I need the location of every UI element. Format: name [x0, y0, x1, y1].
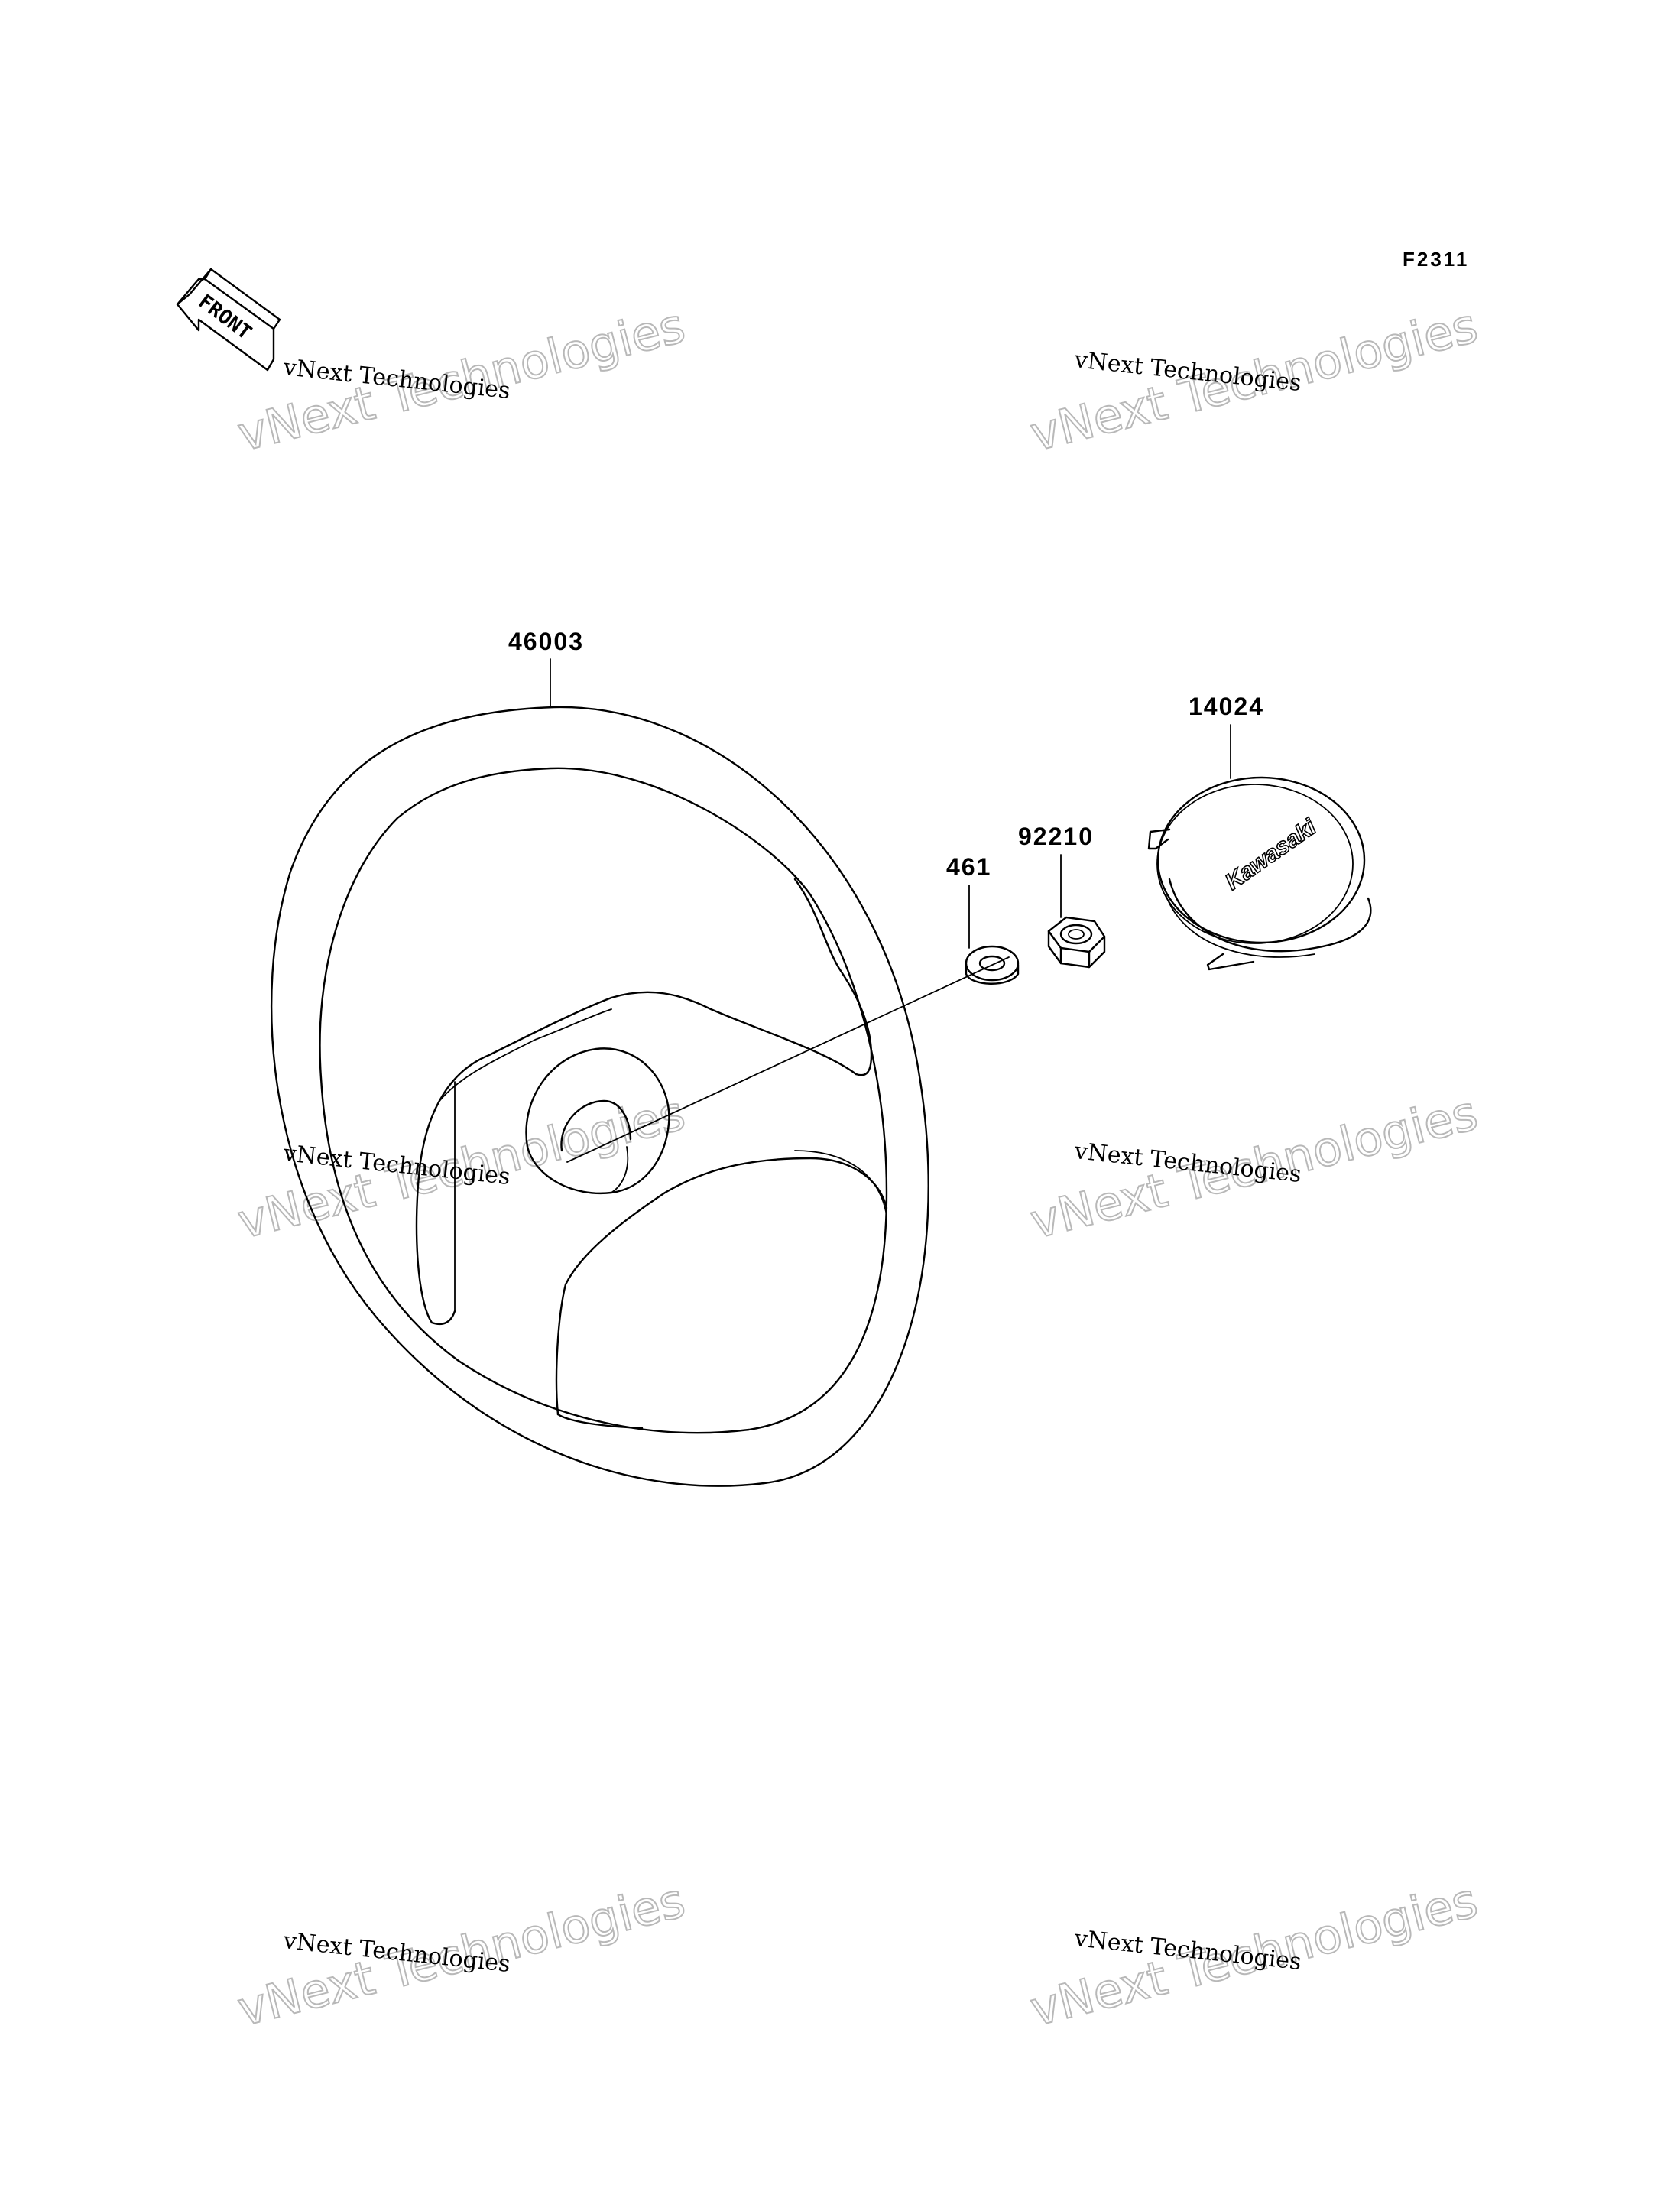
callout-46003: 46003	[508, 628, 584, 708]
watermark-bottom-left: vNext Technologies vNext Technologies	[232, 1872, 691, 2038]
steering-wheel	[270, 706, 929, 1487]
nut	[1047, 916, 1106, 969]
part-number-46003: 46003	[508, 628, 584, 655]
part-number-92210: 92210	[1018, 823, 1094, 850]
figure-code: F2311	[1403, 248, 1469, 271]
watermark-top-right: vNext Technologies vNext Technologies	[1024, 297, 1484, 463]
center-cap: Kawasaki	[1147, 776, 1372, 971]
part-number-461: 461	[946, 853, 991, 881]
kawasaki-logo: Kawasaki	[1221, 814, 1321, 895]
watermark-top-left: vNext Technologies vNext Technologies	[232, 297, 691, 463]
callout-14024: 14024	[1189, 693, 1264, 779]
watermark-middle-right: vNext Technologies vNext Technologies	[1024, 1084, 1484, 1251]
callout-92210: 92210	[1018, 823, 1094, 918]
washer	[965, 945, 1020, 985]
front-label: FRONT	[194, 291, 256, 345]
part-number-14024: 14024	[1189, 693, 1264, 720]
front-arrow-icon: FRONT	[176, 268, 281, 372]
assembly-axis-line	[566, 956, 1010, 1163]
callout-461: 461	[946, 853, 991, 949]
watermark-bottom-right: vNext Technologies vNext Technologies	[1024, 1872, 1484, 2038]
